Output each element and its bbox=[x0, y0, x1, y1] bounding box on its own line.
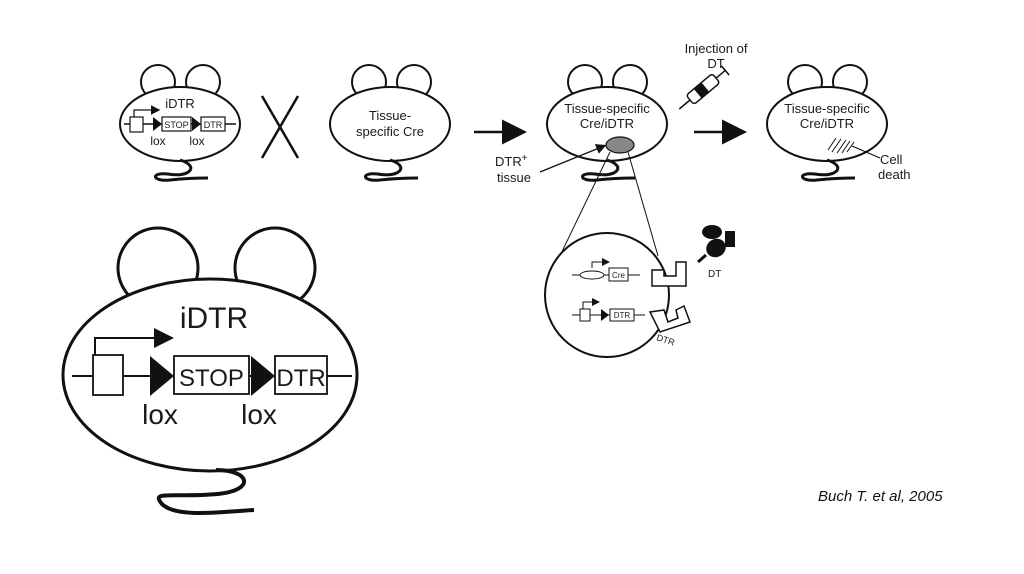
mouse2-label-line2: specific Cre bbox=[356, 124, 424, 139]
large-lox-label-1: lox bbox=[142, 399, 178, 430]
mouse-cre-idtr: Tissue-specific Cre/iDTR bbox=[546, 64, 668, 182]
large-lox-label-2: lox bbox=[241, 399, 277, 430]
citation: Buch T. et al, 2005 bbox=[818, 488, 943, 505]
cell-circle bbox=[544, 232, 670, 358]
lox-label-1: lox bbox=[150, 134, 165, 148]
promoter-box bbox=[129, 116, 144, 133]
mouse-tail bbox=[801, 158, 856, 182]
large-stop-box bbox=[173, 355, 250, 395]
dtr-label: DTR bbox=[204, 120, 223, 130]
large-dtr-box bbox=[274, 355, 328, 395]
dtr-tissue-label-line2: tissue bbox=[497, 170, 531, 185]
cell-dtr-box bbox=[609, 308, 635, 322]
stop-label: STOP bbox=[164, 120, 188, 130]
dtr-promoter-box bbox=[579, 308, 591, 322]
cre-promoter-arrow bbox=[591, 258, 610, 268]
large-promoter-box bbox=[92, 354, 124, 396]
cre-label: Cre bbox=[612, 271, 625, 280]
large-mouse-idtr: iDTR STOP DTR lox lox bbox=[61, 226, 359, 515]
syringe-icon bbox=[678, 65, 730, 110]
cell-death-label-line1: Cell bbox=[880, 152, 903, 167]
dtr-receptor-bottom bbox=[648, 304, 691, 333]
dtr-receptor-top bbox=[651, 261, 687, 287]
large-lox-triangle-1 bbox=[150, 356, 174, 396]
mouse4-label-line1: Tissue-specific bbox=[784, 101, 870, 116]
mouse-tissue-cre: Tissue- specific Cre bbox=[329, 64, 451, 182]
mouse3-label-line2: Cre/iDTR bbox=[580, 116, 634, 131]
cre-box bbox=[608, 267, 629, 282]
large-lox-triangle-2 bbox=[251, 356, 275, 396]
large-promoter-arrow bbox=[94, 328, 174, 356]
lox-label-2: lox bbox=[189, 134, 204, 148]
zoom-line-right bbox=[627, 151, 659, 257]
large-dtr-label: DTR bbox=[276, 365, 325, 392]
cell-zoom: Cre DTR DTR DT bbox=[544, 225, 735, 358]
mouse4-label-line2: Cre/iDTR bbox=[800, 116, 854, 131]
cre-promoter bbox=[579, 270, 605, 280]
dtr-promoter-arrow bbox=[582, 298, 600, 309]
zoom-line-left bbox=[555, 151, 611, 265]
dtr-tissue-pointer bbox=[539, 144, 607, 173]
cell-dtr-label: DTR bbox=[614, 311, 631, 320]
mouse-cell-death: Tissue-specific Cre/iDTR bbox=[766, 64, 888, 182]
dtr-tissue-spot bbox=[605, 136, 635, 154]
mouse-tail bbox=[154, 158, 209, 182]
lox-triangle-2 bbox=[192, 117, 201, 131]
remaining-lox bbox=[601, 309, 609, 321]
dead-tissue-hatch bbox=[827, 137, 855, 154]
large-mouse-tail bbox=[156, 468, 255, 515]
dtr-tissue-label-line1: DTR+ bbox=[495, 153, 528, 169]
dt-label: DT bbox=[708, 269, 721, 280]
mouse2-label-line1: Tissue- bbox=[369, 108, 411, 123]
cell-death-pointer bbox=[851, 145, 881, 159]
large-stop-label: STOP bbox=[179, 365, 244, 392]
mouse-idtr: iDTR STOP DTR lox lox bbox=[119, 64, 241, 182]
injection-label-line2: DT bbox=[707, 56, 724, 71]
lox-triangle-1 bbox=[153, 117, 162, 131]
cross-symbol bbox=[260, 95, 300, 159]
cell-death-label-line2: death bbox=[878, 167, 911, 182]
mouse-tail bbox=[364, 158, 419, 182]
injection-label-line1: Injection of bbox=[685, 41, 748, 56]
promoter-arrow bbox=[133, 105, 161, 118]
mouse1-title: iDTR bbox=[165, 96, 195, 111]
dtr-box bbox=[200, 116, 226, 132]
mouse-tail bbox=[581, 158, 636, 182]
mouse3-label-line1: Tissue-specific bbox=[564, 101, 650, 116]
large-mouse-title: iDTR bbox=[180, 302, 248, 335]
receptor-label: DTR bbox=[655, 332, 676, 347]
dt-toxin-icon bbox=[697, 225, 735, 264]
stop-box bbox=[161, 116, 192, 132]
